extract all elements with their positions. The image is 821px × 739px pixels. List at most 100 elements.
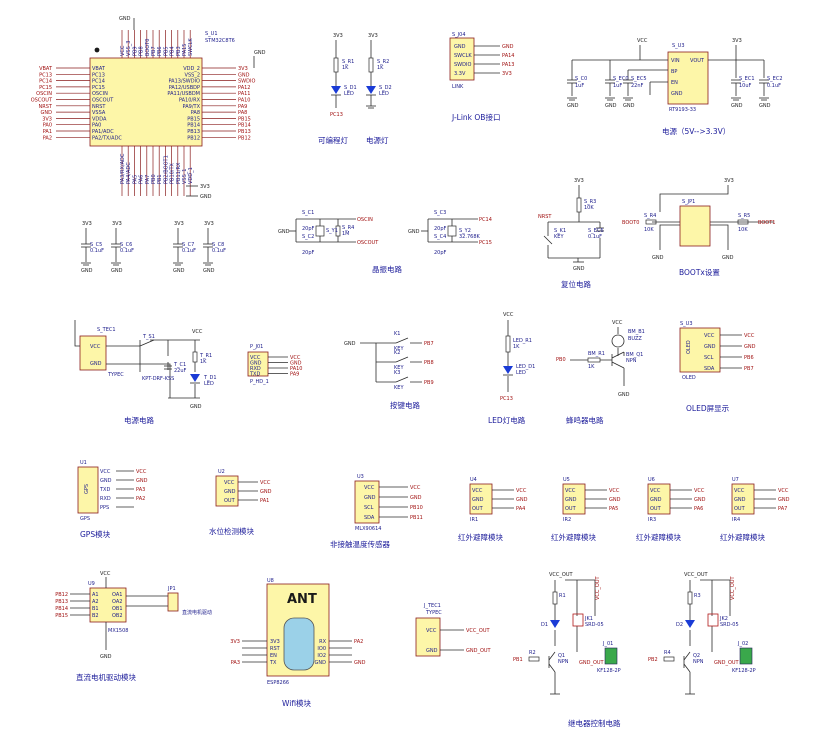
relay-q-0: Q1 xyxy=(558,653,565,659)
irtemp-chip xyxy=(354,480,380,524)
mcu-left-pin-3: PC15 xyxy=(92,85,105,91)
motor-jp: JP1 xyxy=(167,586,176,592)
irtemp-net-3: PB11 xyxy=(410,515,423,521)
obst-ref-1: U5 xyxy=(563,477,570,483)
mcu-left-net-9: PA0 xyxy=(43,123,52,129)
jlink-pin-3: 3.3V xyxy=(454,71,466,77)
power-ref: S_U3 xyxy=(672,43,685,49)
oled-net-3: PB7 xyxy=(744,366,754,372)
boot-r0: S_R4 xyxy=(644,213,656,219)
relay-r2-body-0 xyxy=(528,656,540,662)
mcu-right-pin-3: PA12/USBDP xyxy=(169,85,200,91)
mcu-right-pin-0: VDD_2 xyxy=(183,66,200,72)
obst-3-net-1: GND xyxy=(778,497,790,503)
water-net-0: VCC xyxy=(260,480,271,486)
mcu-top-pin-8: PB4 xyxy=(170,46,176,56)
usbp-rv: 1K xyxy=(200,359,207,365)
mcu-left-pin-5: OSCOUT xyxy=(92,98,114,104)
power-cap-ref-1: S_EC0 xyxy=(613,76,629,82)
relay-vcc-net-0: VCC_OUT xyxy=(595,576,601,600)
usbp-ref: S_TEC1 xyxy=(97,327,116,333)
motor-gnd: GND xyxy=(100,654,112,660)
mcu-bottom-pin-3: PA6 xyxy=(139,175,145,184)
mcu-ref: S_U1 xyxy=(205,31,218,37)
mcu-left-pin-7: VSSA xyxy=(92,110,106,116)
irtemp-pin-1: GND xyxy=(364,495,376,501)
reset-net: NRST xyxy=(538,214,552,220)
obst-3-pin-0: VCC xyxy=(734,488,745,494)
uart-net-3: PA9 xyxy=(290,372,299,378)
relay-q-e-1 xyxy=(683,663,691,673)
typec2-net-1: GND_OUT xyxy=(466,648,492,654)
crystal-section: S_C1 20pF S_C2 20pF S_Y1 S_R4 1M OSCIN O… xyxy=(278,210,492,274)
mcu-right-net-5: PA10 xyxy=(238,98,250,104)
boot-n1: BOOT1 xyxy=(758,220,775,226)
led-circuit: VCC LED_R1 1K LED_D1 LED PC13 LED灯电路 xyxy=(488,312,535,425)
usbp-part: TYPEC xyxy=(107,372,124,378)
obst-0-net-0: VCC xyxy=(516,488,527,494)
relay-val-0: SRD-05 xyxy=(585,622,604,628)
reset-caption: 复位电路 xyxy=(561,279,591,289)
mcu-left-net-3: PC15 xyxy=(39,85,52,91)
boot-r0v: 10K xyxy=(644,227,654,233)
usbp-led: T_D1 xyxy=(203,375,217,381)
gps-chip xyxy=(77,466,99,514)
mcu-part: STM32C8T6 xyxy=(205,38,235,44)
wifi-net-r-3: GND xyxy=(354,660,366,666)
water-caption: 水位检测模块 xyxy=(209,526,254,536)
decoup-val-0: 0.1uF xyxy=(90,248,104,254)
led2-ref: S_D2 xyxy=(379,85,392,91)
ledc-led-icon xyxy=(503,366,513,374)
irtemp-net-0: VCC xyxy=(410,485,421,491)
obst-1-pin-1: GND xyxy=(565,497,577,503)
mcu-right-pin-2: PA13/SWDIO xyxy=(168,79,200,85)
ledc-led: LED_D1 xyxy=(516,364,535,370)
obst-2-net-1: GND xyxy=(694,497,706,503)
decoup-net-1: 3V3 xyxy=(112,221,122,227)
power-cap-val-1: 1uF xyxy=(613,83,622,89)
xls-n1: PC14 xyxy=(479,217,492,223)
usbp-r: T_R1 xyxy=(199,353,212,359)
reset-cv: 0.1uF xyxy=(588,234,602,240)
mcu-left-pin-2: PC14 xyxy=(92,79,105,85)
mcu-top-pin-0: VCC xyxy=(120,45,126,56)
gps-pin-0: VCC xyxy=(100,469,111,475)
mcu-bottom-pin-6: PB1 xyxy=(157,174,163,184)
power-vin-label: VCC xyxy=(637,38,648,44)
reset-c: S_EC6 xyxy=(588,228,604,234)
mcu-right-net-2: SWDIO xyxy=(238,79,255,85)
relay-q-c-1 xyxy=(683,651,691,661)
jlink-pin-0: GND xyxy=(454,44,466,50)
motor-pin-r-0: OA1 xyxy=(112,592,122,598)
buzz-net: PB0 xyxy=(556,357,566,363)
relay-connector-1 xyxy=(739,647,753,665)
oled-net-1: GND xyxy=(744,344,756,350)
relay-r1-0: R1 xyxy=(559,593,566,599)
xls-xtal: S_Y2 xyxy=(459,228,471,234)
relay-gnd-net-0: GND_OUT xyxy=(579,660,605,666)
relay-conv-0: KF128-2P xyxy=(597,668,621,674)
usbp-chip xyxy=(79,335,107,371)
led1-r-ref: S_R1 xyxy=(342,59,354,65)
led2-vcc: 3V3 xyxy=(368,33,378,39)
obst-3-net-2: PA7 xyxy=(778,506,787,512)
power-pin-r-0: VOUT xyxy=(690,58,705,64)
mcu-left-pin-0: VBAT xyxy=(92,66,106,72)
irtemp-net-1: GND xyxy=(410,495,422,501)
xls-c2v: 20pF xyxy=(434,250,447,256)
motor-chip xyxy=(89,587,127,623)
wifi-ref: U8 xyxy=(267,578,274,584)
oled-chip xyxy=(679,327,721,373)
decoup-val-2: 0.1uF xyxy=(182,248,196,254)
relay-coil-0 xyxy=(572,613,584,627)
relay-coil-1 xyxy=(707,613,719,627)
mcu-left-net-1: PC13 xyxy=(39,72,52,78)
